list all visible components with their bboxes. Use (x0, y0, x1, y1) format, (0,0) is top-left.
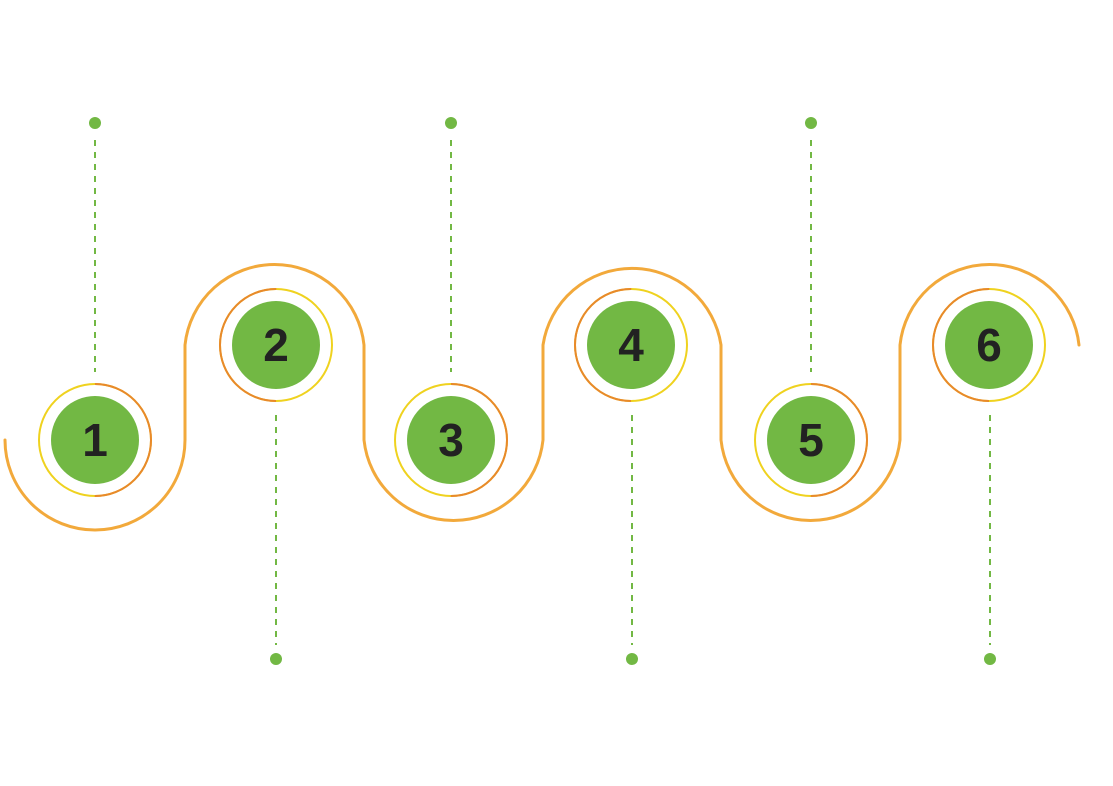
connector-dot (626, 653, 638, 665)
wave-path (3, 262, 1081, 532)
inner-ring-accent (394, 383, 508, 497)
step-node-6: 6 (932, 288, 1046, 402)
step-number: 2 (263, 319, 289, 371)
inner-ring-accent (219, 288, 333, 402)
connector-dot (805, 117, 817, 129)
step-node-5: 5 (754, 383, 868, 497)
step-node-2: 2 (219, 288, 333, 402)
connector-2 (270, 415, 282, 665)
step-number: 6 (976, 319, 1002, 371)
step-node-1: 1 (38, 383, 152, 497)
step-number: 4 (618, 319, 644, 371)
connector-dot (89, 117, 101, 129)
connector-1 (89, 117, 101, 372)
step-number: 3 (438, 414, 464, 466)
node-circle (945, 301, 1033, 389)
connector-dot (984, 653, 996, 665)
node-circle (587, 301, 675, 389)
step-node-4: 4 (574, 288, 688, 402)
step-node-3: 3 (394, 383, 508, 497)
connector-4 (626, 415, 638, 665)
step-number: 5 (798, 414, 824, 466)
inner-ring-accent (574, 288, 688, 402)
connector-6 (984, 415, 996, 665)
node-circle (767, 396, 855, 484)
node-circle (407, 396, 495, 484)
inner-ring-accent (754, 383, 868, 497)
inner-ring-accent (38, 383, 152, 497)
connector-dot (270, 653, 282, 665)
node-circle (51, 396, 139, 484)
connector-5 (805, 117, 817, 372)
inner-ring-accent (932, 288, 1046, 402)
node-circle (232, 301, 320, 389)
connector-dot (445, 117, 457, 129)
step-number: 1 (82, 414, 108, 466)
connector-3 (445, 117, 457, 372)
